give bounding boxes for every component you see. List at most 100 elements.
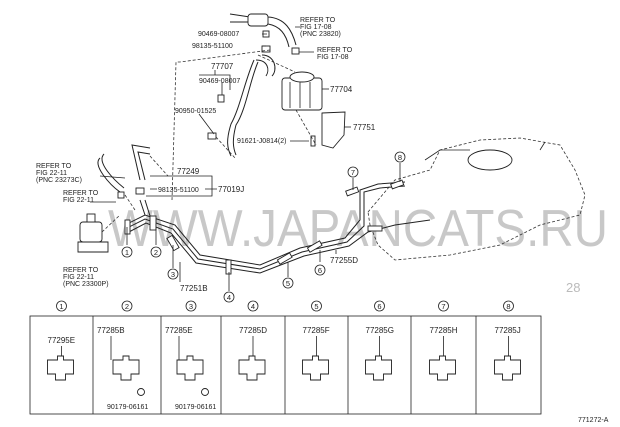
- clamp-part-number: 77295E: [48, 336, 76, 345]
- refer-fig2211-pnc-b-line1: REFER TO: [63, 267, 99, 274]
- clamp-icon: [47, 355, 74, 381]
- part-number-clip-top: 98135-51100: [192, 43, 233, 50]
- clamp-part-number: 77285J: [495, 326, 521, 335]
- hose-77249: [131, 144, 151, 181]
- marker-5: 5: [282, 277, 294, 289]
- refer-fig2211-pnc-a-line2: FIG 22-11: [36, 170, 67, 177]
- svg-text:3: 3: [171, 270, 175, 279]
- index-circle: [438, 300, 449, 312]
- refer-fig1708-pnc-line1: REFER TO: [300, 17, 336, 24]
- fuel-tank: [367, 137, 586, 261]
- index-circle: [247, 300, 259, 312]
- refer-fig2211-pnc-b-line2: FIG 22-11: [63, 274, 94, 281]
- index-circle: [311, 300, 322, 312]
- part-number-77251B: 77251B: [180, 284, 208, 293]
- part-number-clip-lower: 98135-51100: [158, 187, 199, 194]
- nut-part-number: 90179-06161: [175, 404, 216, 411]
- clamp-icon: [238, 355, 266, 381]
- marker-6: 6: [314, 264, 326, 276]
- clamp-column-4: 4 77285D: [220, 300, 267, 414]
- refer-fig2211-line1: REFER TO: [63, 190, 99, 197]
- index-circle: [185, 300, 197, 312]
- marker-3: 3: [167, 268, 179, 280]
- charcoal-canister: [281, 71, 329, 111]
- clamp-part-number: 77285H: [430, 326, 458, 335]
- hose-refer-23273C: [97, 153, 125, 193]
- clamp-column-2: 2 77285B 90179-06161: [92, 300, 148, 414]
- svg-text:2: 2: [154, 248, 158, 257]
- index-number: 7: [441, 302, 445, 311]
- clamp-column-8: 8 77285J: [475, 300, 521, 414]
- index-number: 1: [59, 302, 63, 311]
- refer-fig2211-pnc-a-line3: (PNC 23273C): [36, 177, 82, 184]
- part-number-77255D: 77255D: [330, 256, 358, 265]
- refer-fig2211-line2: FIG 22-11: [63, 197, 94, 204]
- index-number: 6: [377, 302, 381, 311]
- index-number: 5: [314, 302, 318, 311]
- marker-7: 7: [347, 166, 359, 178]
- clamp-icon: [494, 355, 521, 381]
- svg-text:4: 4: [227, 293, 231, 302]
- clamp-icon: [302, 355, 329, 381]
- clamp-part-number: 77285B: [97, 326, 125, 335]
- clamp-part-number: 77285D: [239, 326, 267, 335]
- clamp-column-1: 1 77295E: [47, 300, 76, 381]
- marker-4: 4: [223, 291, 235, 303]
- refer-fig2211-pnc-b-line3: (PNC 23300P): [63, 281, 109, 288]
- refer-fig2211-pnc-a-line1: REFER TO: [36, 163, 72, 170]
- part-number-hose-clamp-mid: 90469-08007: [199, 78, 240, 85]
- index-number: 2: [125, 302, 129, 311]
- canister-bracket: [310, 111, 351, 149]
- refer-fig1708-pnc-line3: (PNC 23820): [300, 31, 341, 38]
- clamp-icon: [365, 355, 392, 381]
- marker-8: 8: [394, 151, 406, 163]
- clamp-icon: [176, 355, 204, 381]
- clamp-icon: [429, 355, 456, 381]
- svg-text:1: 1: [125, 248, 129, 257]
- nut-icon: [201, 388, 209, 396]
- index-number: 3: [189, 302, 193, 311]
- part-number-77704: 77704: [330, 85, 353, 94]
- clamp-table: 1 77295E 2 77285B 90179-06161 3 77285E 90179-06…: [29, 300, 542, 415]
- marker-1: 1: [121, 246, 133, 258]
- part-number-77751: 77751: [353, 123, 376, 132]
- watermark-faint: 28: [566, 280, 580, 295]
- part-number-hose-clamp-top: 90469-08007: [198, 31, 239, 38]
- refer-fig1708-line2: FIG 17-08: [317, 54, 349, 61]
- part-number-77019J: 77019J: [218, 185, 244, 194]
- index-circle: [121, 300, 133, 312]
- vacuum-switch: [77, 213, 109, 253]
- svg-text:7: 7: [351, 168, 355, 177]
- marker-2: 2: [150, 246, 162, 258]
- index-circle: [374, 300, 385, 312]
- nut-part-number: 90179-06161: [107, 404, 148, 411]
- clamp-part-number: 77285E: [165, 326, 193, 335]
- clamp-column-7: 7 77285H: [410, 300, 458, 414]
- bundle-clamps: [124, 179, 405, 275]
- clip-lower: [135, 187, 145, 195]
- index-number: 4: [251, 302, 255, 311]
- svg-text:8: 8: [398, 153, 402, 162]
- figure-code: 771272-A: [578, 417, 609, 424]
- hose-77707: [227, 54, 276, 157]
- clamp-icon: [112, 355, 140, 381]
- part-number-77707: 77707: [211, 62, 234, 71]
- refer-fig1708-line1: REFER TO: [317, 47, 353, 54]
- clamp-part-number: 77285G: [366, 326, 394, 335]
- clamp-column-6: 6 77285G: [347, 300, 394, 414]
- part-number-clip-mid: 90950-01525: [175, 108, 216, 115]
- svg-text:5: 5: [286, 279, 290, 288]
- fuel-filter-hose: [229, 13, 297, 48]
- svg-text:6: 6: [318, 266, 322, 275]
- index-circle: [56, 300, 67, 312]
- part-number-77249: 77249: [177, 167, 200, 176]
- index-circle: [503, 300, 514, 312]
- refer-fig1708-pnc-line2: FIG 17-08: [300, 24, 332, 31]
- clamp-column-3: 3 77285E 90179-06161: [160, 300, 216, 414]
- nut-icon: [137, 388, 145, 396]
- index-number: 8: [506, 302, 510, 311]
- watermark: WWW.JAPANCATS.RU: [108, 200, 608, 258]
- clip-refer: [117, 191, 125, 199]
